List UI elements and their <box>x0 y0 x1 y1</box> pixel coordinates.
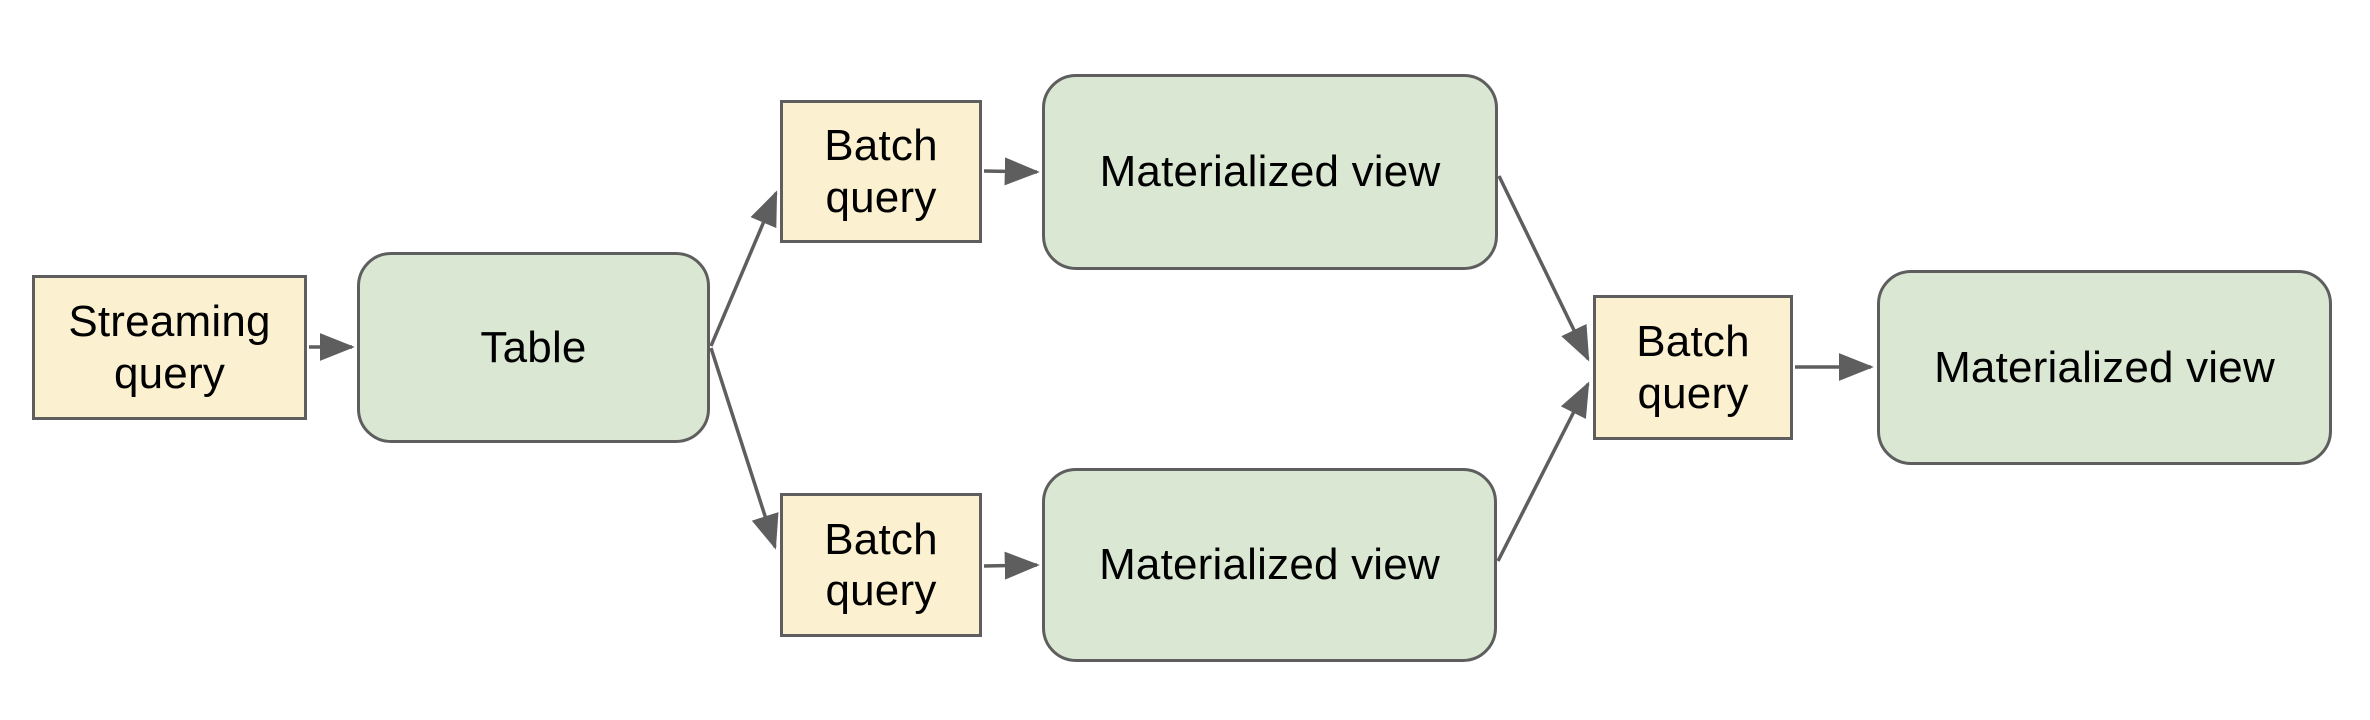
node-label: Batch query <box>1636 317 1750 418</box>
node-batch-query-center: Batch query <box>1593 295 1793 440</box>
arrow-mv-bottom-to-batch-query-center <box>1496 381 1590 562</box>
node-label: Materialized view <box>1099 147 1441 197</box>
arrow-mv-top-to-batch-query-center <box>1497 175 1590 362</box>
node-label: Materialized view <box>1099 540 1440 590</box>
arrow-batch-query-top-to-mv-top <box>983 157 1040 186</box>
node-label: Table <box>480 322 587 372</box>
node-table: Table <box>357 252 710 443</box>
arrow-table-to-batch-query-top <box>709 190 778 347</box>
node-batch-query-bottom: Batch query <box>780 493 982 637</box>
node-label: Materialized view <box>1934 342 2275 392</box>
node-label: Batch query <box>824 121 938 222</box>
arrow-batch-query-bottom-to-mv-bottom <box>983 551 1040 580</box>
node-materialized-view-top: Materialized view <box>1042 74 1498 270</box>
node-materialized-view-final: Materialized view <box>1877 270 2332 465</box>
node-label: Streaming query <box>68 297 271 398</box>
node-label: Batch query <box>824 514 938 615</box>
arrow-table-to-batch-query-bottom <box>709 347 779 550</box>
node-streaming-query: Streaming query <box>32 275 307 420</box>
node-materialized-view-bottom: Materialized view <box>1042 468 1497 662</box>
node-batch-query-top: Batch query <box>780 100 982 243</box>
